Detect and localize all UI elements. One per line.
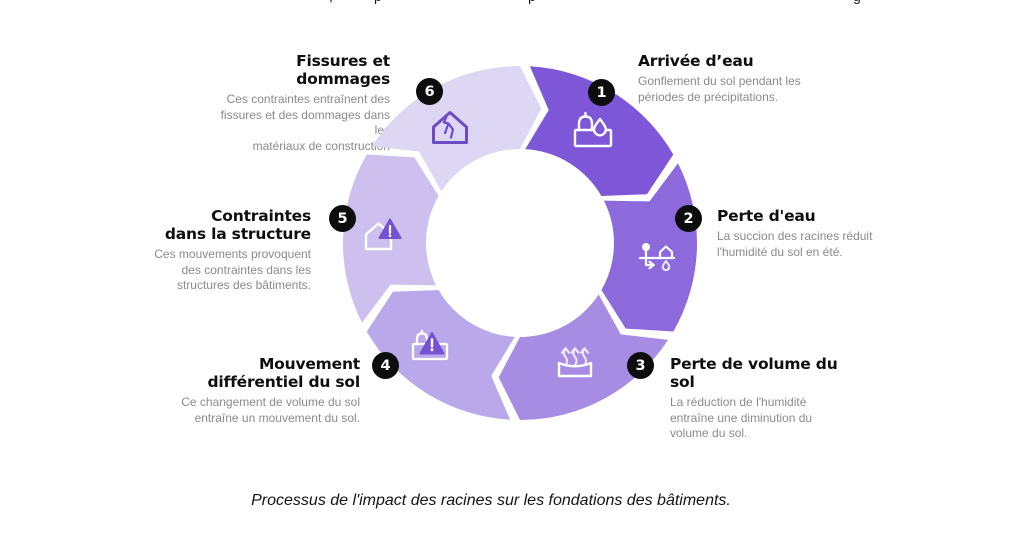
cycle-segment-4 (366, 290, 515, 420)
step-5-number: 5 (337, 210, 348, 227)
step-4-number: 4 (380, 357, 391, 374)
step-1-badge: 1 (588, 79, 615, 106)
step-1-number: 1 (596, 84, 607, 101)
root-suction-house-icon (638, 243, 676, 272)
step-3-block: Perte de volume du sol La réduction de l… (670, 355, 860, 442)
step-2-title: Perte d'eau (717, 207, 816, 225)
step-6-badge: 6 (416, 78, 443, 105)
step-2-block: Perte d'eau La succion des racines rédui… (717, 207, 907, 260)
cropped-char: , (329, 0, 333, 4)
step-5-badge: 5 (329, 205, 356, 232)
step-3-number: 3 (635, 357, 646, 374)
step-1-block: Arrivée d’eau Gonflement du sol pendant … (638, 52, 828, 105)
step-3-description: La réduction de l'humidité entraîne une … (670, 395, 813, 440)
step-5-title: Contraintes dans la structure (164, 207, 311, 243)
cycle-segment-6 (371, 66, 542, 192)
cropped-char: p (528, 0, 536, 4)
step-5-description: Ces mouvements provoquent des contrainte… (154, 247, 311, 292)
house-warning-icon (364, 218, 402, 251)
step-6-description: Ces contraintes entraînent des fissures … (220, 92, 390, 153)
step-3-badge: 3 (627, 352, 654, 379)
step-1-description: Gonflement du sol pendant les périodes d… (638, 74, 801, 104)
cropped-char: g (853, 0, 861, 4)
step-6-block: Fissures et dommages Ces contraintes ent… (203, 52, 391, 154)
step-4-title: Mouvement différentiel du sol (207, 355, 361, 391)
step-2-number: 2 (683, 210, 694, 227)
soil-evaporation-icon (557, 347, 593, 378)
foundation-warning-icon (411, 329, 449, 361)
cycle-diagram (342, 66, 698, 420)
foundation-water-rise-icon (573, 111, 613, 148)
cropped-char: p (374, 0, 382, 4)
step-1-title: Arrivée d’eau (638, 52, 754, 70)
step-6-number: 6 (424, 83, 435, 100)
step-3-title: Perte de volume du sol (670, 355, 838, 391)
figure-caption: Processus de l'impact des racines sur le… (251, 492, 731, 509)
step-4-block: Mouvement différentiel du sol Ce changem… (168, 355, 360, 426)
step-2-badge: 2 (675, 205, 702, 232)
step-4-badge: 4 (372, 352, 399, 379)
step-4-description: Ce changement de volume du sol entraîne … (181, 395, 360, 425)
step-2-description: La succion des racines réduit l'humidité… (717, 229, 873, 259)
step-6-title: Fissures et dommages (296, 52, 390, 88)
step-5-block: Contraintes dans la structure Ces mouvem… (121, 207, 311, 294)
cropped-top-text-line: , p p g (0, 0, 1024, 6)
cracked-house-icon (432, 111, 468, 144)
